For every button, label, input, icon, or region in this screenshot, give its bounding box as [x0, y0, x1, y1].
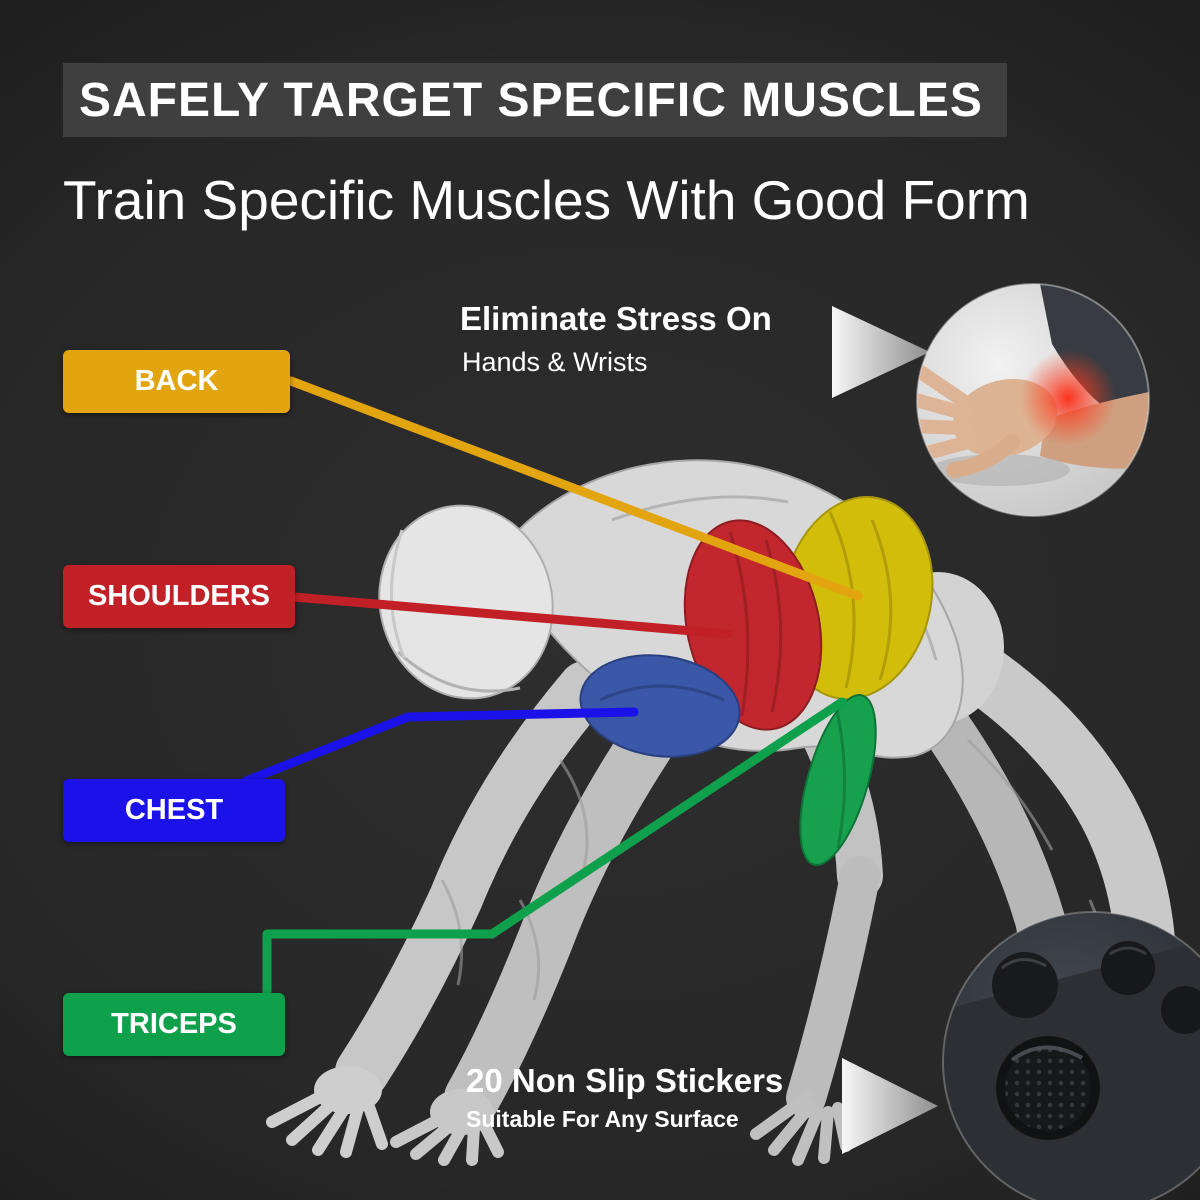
- stickers-callout-heading: 20 Non Slip Stickers: [466, 1062, 784, 1099]
- back-connector-line: [286, 376, 863, 601]
- page-subtitle: Train Specific Muscles With Good Form: [63, 169, 1030, 231]
- wrist-pain-photo: [916, 283, 1150, 517]
- muscle-label-back: BACK: [63, 350, 290, 413]
- wrist-callout-heading: Eliminate Stress On: [460, 300, 772, 337]
- triceps-muscle-highlight: [799, 694, 877, 866]
- arrow-right-icon-top: [832, 306, 930, 398]
- triceps-connector-line: [262, 697, 847, 999]
- page-title: SAFELY TARGET SPECIFIC MUSCLES: [79, 73, 983, 127]
- muscle-label-chest: CHEST: [63, 779, 285, 842]
- muscle-label-shoulders-text: SHOULDERS: [87, 580, 271, 612]
- muscle-label-back-text: BACK: [134, 365, 219, 397]
- chest-connector-line: [241, 707, 639, 786]
- non-slip-stickers-photo: [942, 911, 1200, 1200]
- wrist-callout-subtext: Hands & Wrists: [462, 347, 648, 377]
- shoulders-connector-line: [289, 592, 733, 639]
- muscle-label-triceps: TRICEPS: [63, 993, 285, 1056]
- muscle-label-chest-text: CHEST: [124, 794, 224, 826]
- figure-head: [378, 504, 554, 700]
- muscle-label-triceps-text: TRICEPS: [111, 1008, 237, 1040]
- title-bar: SAFELY TARGET SPECIFIC MUSCLES: [63, 63, 1007, 137]
- pushup-anatomy-figure: [266, 459, 1177, 1166]
- muscle-label-shoulders: SHOULDERS: [63, 565, 295, 628]
- arrow-right-icon-bottom: [842, 1058, 938, 1154]
- stickers-callout-subtext: Suitable For Any Surface: [466, 1106, 739, 1132]
- chest-muscle-highlight: [579, 654, 741, 758]
